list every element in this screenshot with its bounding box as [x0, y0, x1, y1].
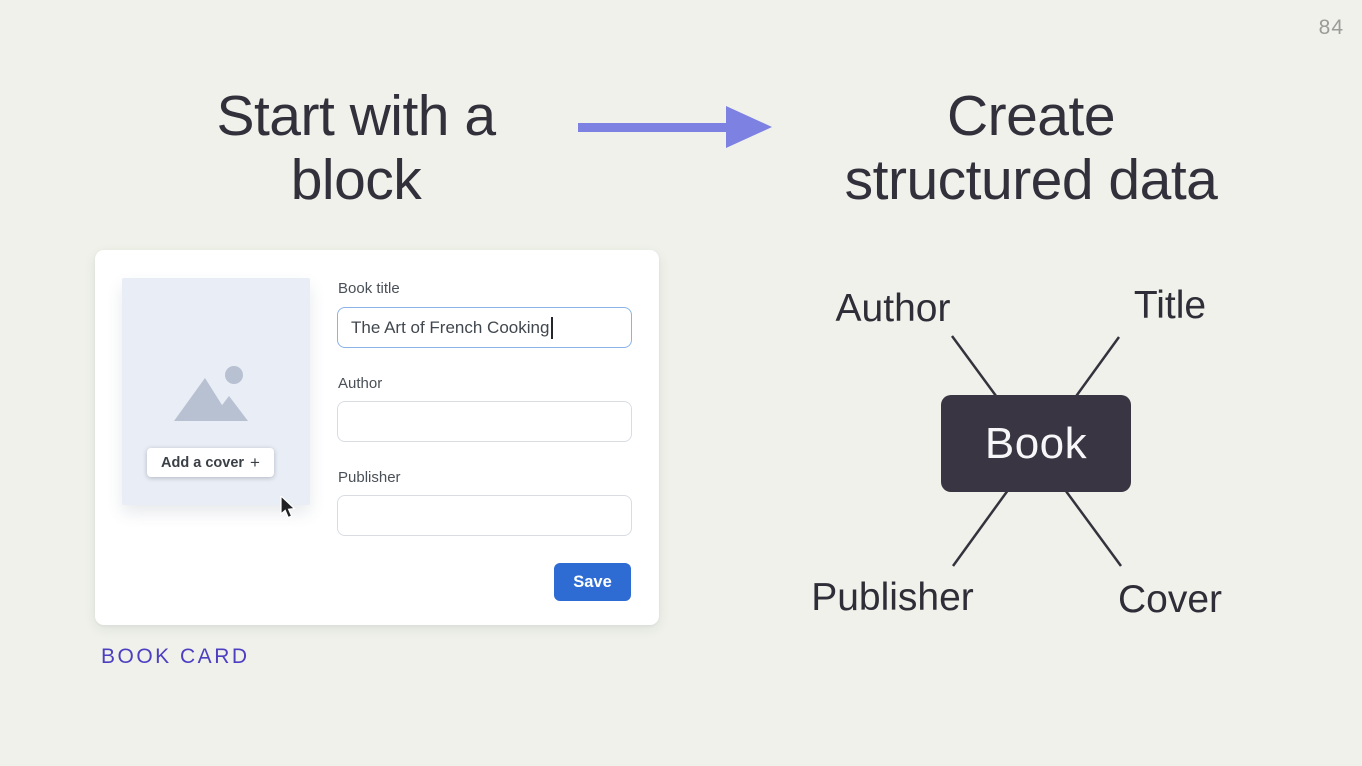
publisher-input[interactable] [337, 495, 632, 536]
right-heading-line2: structured data [844, 148, 1218, 212]
image-placeholder-icon [172, 364, 260, 422]
text-caret [551, 316, 553, 339]
book-node: Book [941, 395, 1131, 492]
book-title-label: Book title [338, 280, 400, 297]
card-form: Book title The Art of French Cooking Aut… [337, 250, 632, 625]
left-heading-line1: Start with a [216, 84, 496, 148]
add-cover-label: Add a cover [161, 454, 245, 471]
book-title-value: The Art of French Cooking [351, 317, 550, 337]
right-heading: Create structured data [800, 84, 1262, 212]
book-node-label: Book [984, 418, 1088, 468]
save-button[interactable]: Save [554, 563, 631, 601]
book-title-input[interactable]: The Art of French Cooking [337, 307, 632, 348]
left-heading: Start with a block [130, 84, 582, 212]
add-cover-button[interactable]: Add a cover + [147, 448, 274, 477]
cover-image-placeholder: Add a cover + [122, 278, 310, 519]
page-number: 84 [1318, 16, 1344, 39]
mouse-cursor-icon [280, 494, 298, 520]
publisher-label: Publisher [338, 469, 401, 486]
card-caption: BOOK CARD [101, 645, 250, 668]
author-label: Author [338, 375, 383, 392]
plus-icon: + [250, 453, 260, 472]
left-heading-line2: block [290, 148, 422, 212]
right-arrow-icon [576, 104, 774, 150]
right-heading-line1: Create [946, 84, 1116, 148]
book-card: Add a cover + Book title The Art of Fren… [95, 250, 659, 625]
attribute-author: Author [835, 287, 951, 330]
attribute-publisher: Publisher [811, 576, 974, 619]
attribute-cover: Cover [1117, 578, 1223, 621]
attribute-title: Title [1133, 284, 1207, 327]
author-input[interactable] [337, 401, 632, 442]
